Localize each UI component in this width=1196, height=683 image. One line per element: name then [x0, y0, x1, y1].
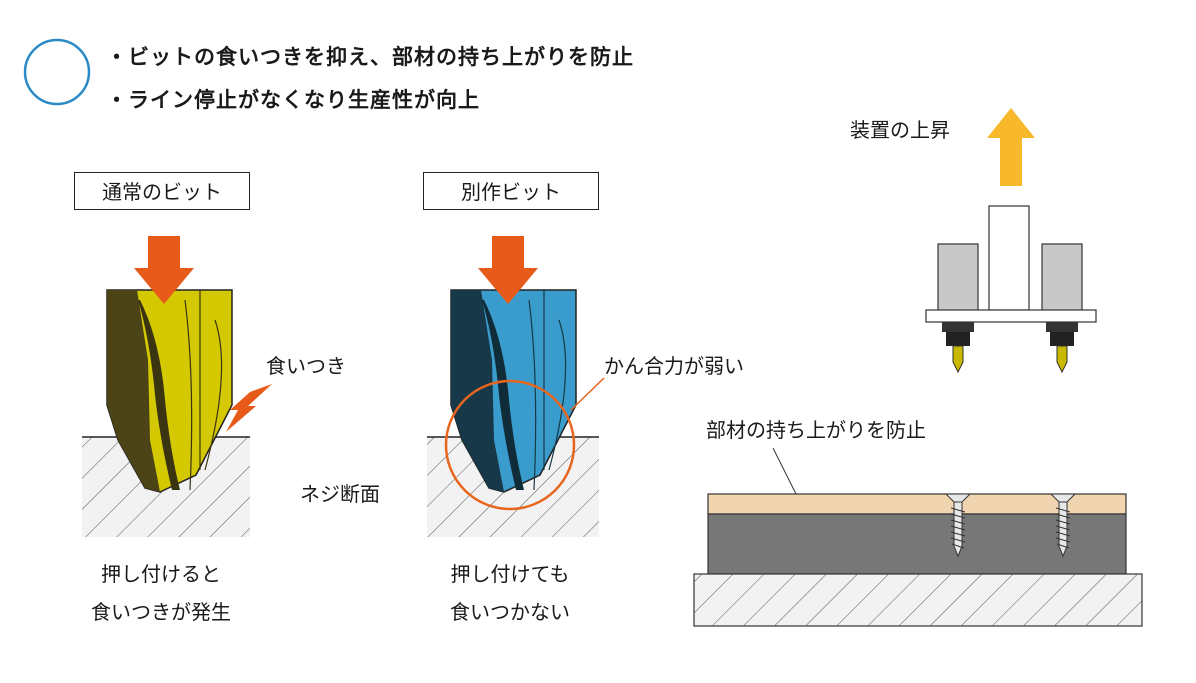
device-left-bit [952, 345, 964, 374]
device-section [693, 108, 1143, 627]
weak-fit-label: かん合力が弱い [604, 354, 744, 378]
custom-caption-line2: 食いつかない [450, 600, 570, 624]
normal-bit-flute-line [184, 290, 223, 491]
custom-caption-line1: 押し付けても [450, 562, 570, 586]
weak-fit-leader [570, 377, 605, 411]
weak-fit-circle [444, 379, 576, 511]
lift-label: 装置の上昇 [850, 118, 950, 142]
device-left-collar [946, 332, 970, 346]
lift-arrow [987, 108, 1035, 186]
device-right-chuck [1046, 322, 1078, 332]
custom-bit-title: 別作ビット [423, 172, 599, 210]
custom-bit-flute-line [528, 290, 567, 491]
normal-bit-flute [138, 300, 180, 490]
base-block [707, 513, 1127, 575]
device-plate [925, 309, 1097, 323]
device-left-chuck [942, 322, 974, 332]
floor-hatch [694, 574, 1142, 626]
normal-bit-section [82, 236, 272, 537]
normal-caption-line1: 押し付けると [101, 562, 221, 586]
marker-circle-icon [23, 38, 91, 106]
screw-left [944, 493, 972, 558]
custom-push-arrow [478, 236, 538, 304]
custom-bit-flute [482, 300, 524, 490]
normal-bit-shadow [107, 290, 160, 492]
screw-right [1049, 493, 1077, 558]
device-left-cylinder [937, 243, 979, 313]
prevent-leader [772, 447, 797, 495]
device-center-post [988, 205, 1030, 311]
bite-label: 食いつき [266, 354, 346, 378]
custom-bit-section [427, 236, 605, 537]
device-right-cylinder [1041, 243, 1083, 313]
normal-bit-title: 通常のビット [74, 172, 250, 210]
bullet-1: ・ビットの食いつきを抑え、部材の持ち上がりを防止 [106, 45, 634, 69]
prevent-label: 部材の持ち上がりを防止 [706, 418, 926, 442]
device-right-collar [1050, 332, 1074, 346]
screw-section-label: ネジ断面 [300, 482, 380, 506]
normal-push-arrow [134, 236, 194, 304]
normal-caption-line2: 食いつきが発生 [91, 600, 231, 624]
bite-lightning [226, 384, 272, 432]
device-right-bit [1056, 345, 1068, 374]
bullet-2: ・ライン停止がなくなり生産性が向上 [106, 88, 480, 112]
